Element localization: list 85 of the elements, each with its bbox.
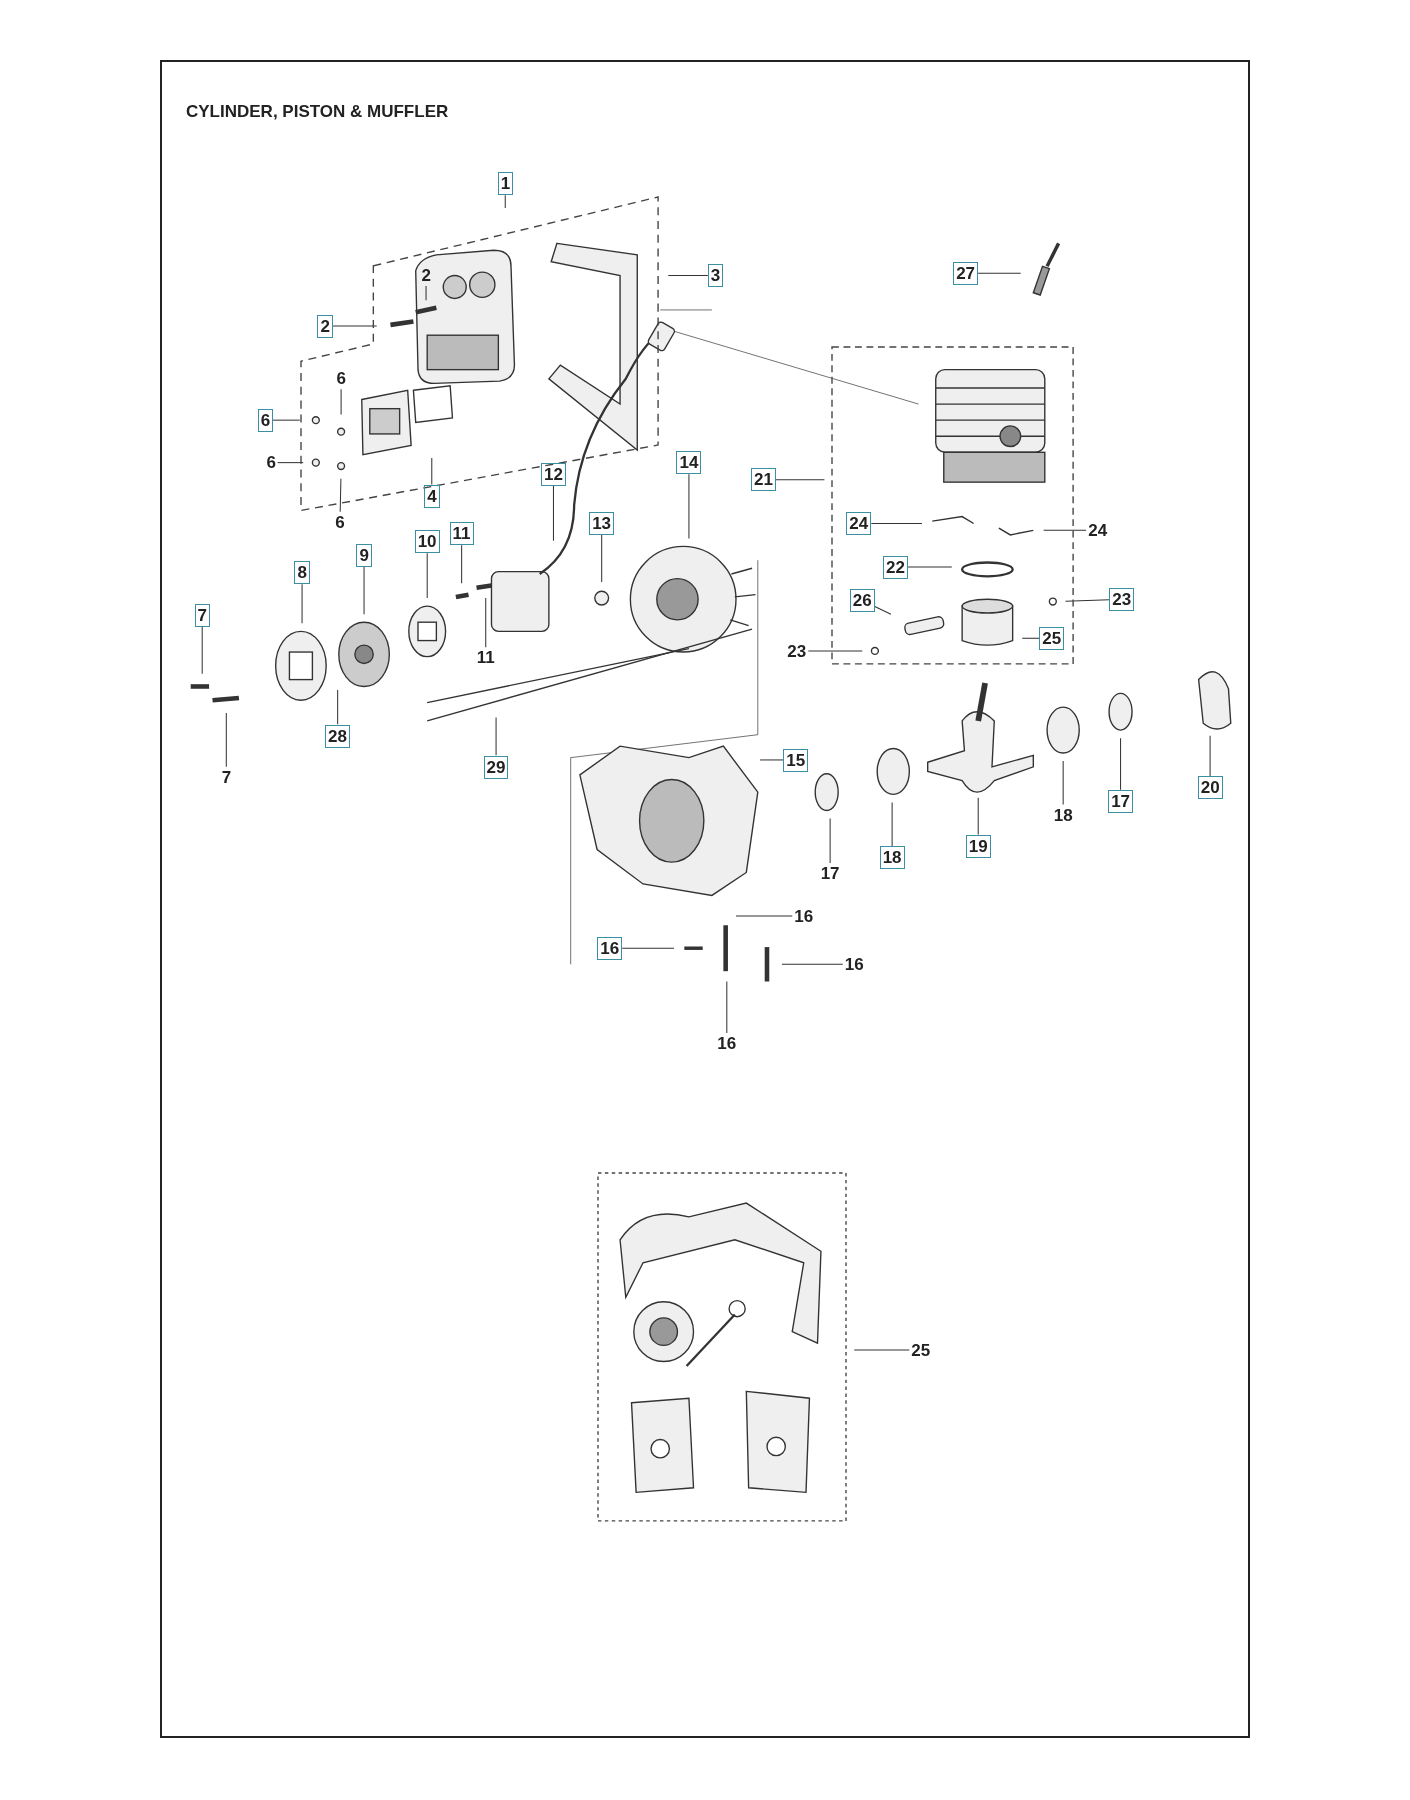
- leader-line: [907, 566, 953, 568]
- callout-number: 21: [751, 468, 776, 492]
- callout-number: 25: [1039, 626, 1065, 650]
- leader-line: [1043, 529, 1087, 531]
- leader-line: [504, 194, 506, 209]
- leader-line: [775, 479, 825, 481]
- callout-number: 17: [818, 863, 842, 885]
- leader-line: [807, 650, 863, 652]
- leader-line: [339, 478, 342, 513]
- callout-number: 9: [356, 544, 372, 568]
- leader-line: [853, 1349, 910, 1351]
- callout-number: 17: [1108, 789, 1134, 813]
- leader-line: [1120, 737, 1122, 791]
- leader-line: [735, 915, 793, 917]
- callout-number: 2: [317, 314, 333, 338]
- callout-number: 12: [540, 462, 566, 486]
- callout-number: 11: [474, 647, 497, 669]
- callout-number: 25: [909, 1339, 933, 1361]
- leader-line: [601, 534, 603, 583]
- callout-number: 11: [449, 522, 474, 546]
- callout-number: 6: [257, 408, 274, 432]
- callout-number: 6: [333, 511, 347, 533]
- callout-number: 23: [1109, 587, 1135, 611]
- callout-number: 23: [785, 640, 809, 662]
- leader-line: [340, 388, 342, 415]
- callout-number: 7: [194, 603, 211, 627]
- leader-line: [621, 947, 675, 949]
- leader-line: [431, 457, 433, 485]
- callout-number: 20: [1197, 776, 1223, 800]
- leader-line: [1062, 760, 1064, 806]
- callout-number: 16: [715, 1033, 739, 1055]
- callout-number: 6: [334, 368, 348, 390]
- leader-line: [726, 981, 728, 1034]
- callout-number: 18: [879, 846, 905, 870]
- leader-line: [332, 325, 378, 327]
- callout-number: 16: [597, 936, 623, 960]
- leader-line: [461, 544, 463, 584]
- leader-line: [759, 759, 784, 761]
- leader-line: [301, 583, 303, 624]
- callout-number: 3: [707, 264, 724, 288]
- callout-number: 10: [414, 530, 440, 554]
- leader-line: [277, 462, 304, 464]
- leader-line: [667, 275, 709, 277]
- callout-number: 28: [325, 724, 350, 748]
- leader-line: [425, 285, 427, 301]
- callout-number: 4: [424, 484, 440, 508]
- leader-line: [201, 626, 203, 675]
- leader-line: [225, 712, 227, 768]
- leader-line: [1209, 735, 1211, 777]
- callout-number: 24: [846, 512, 872, 536]
- leader-line: [874, 605, 892, 615]
- callout-number: 24: [1086, 519, 1110, 541]
- callout-number: 13: [589, 512, 615, 536]
- leader-line: [485, 597, 487, 648]
- leader-line: [829, 817, 831, 864]
- leader-line: [337, 689, 339, 725]
- callout-number: 7: [219, 766, 234, 788]
- callout-number: 16: [842, 954, 866, 975]
- leader-line: [495, 716, 497, 756]
- diagram-title: CYLINDER, PISTON & MUFFLER: [186, 102, 449, 122]
- callout-number: 27: [953, 261, 979, 285]
- leader-line: [977, 797, 979, 836]
- leader-line: [891, 801, 893, 847]
- callout-number: 15: [783, 748, 809, 772]
- leader-line: [688, 473, 690, 539]
- callout-number: 16: [792, 905, 816, 927]
- leader-line: [870, 522, 923, 524]
- leader-line: [977, 272, 1022, 274]
- callout-number: 18: [1051, 804, 1075, 826]
- callout-number: 29: [483, 755, 509, 779]
- leader-line: [272, 419, 301, 421]
- leader-line: [552, 485, 554, 542]
- leader-line: [426, 552, 428, 599]
- callout-number: 1: [497, 172, 514, 196]
- callout-number: 6: [264, 452, 278, 474]
- leader-line: [1021, 637, 1040, 639]
- callout-number: 26: [849, 589, 875, 612]
- callout-number: 8: [294, 561, 310, 585]
- leader-line: [781, 963, 844, 965]
- callout-number: 2: [419, 265, 433, 287]
- leader-line: [1064, 599, 1110, 602]
- callout-number: 22: [883, 555, 908, 579]
- leader-line: [363, 566, 365, 615]
- callout-number: 19: [965, 834, 991, 858]
- callout-number: 14: [676, 451, 702, 475]
